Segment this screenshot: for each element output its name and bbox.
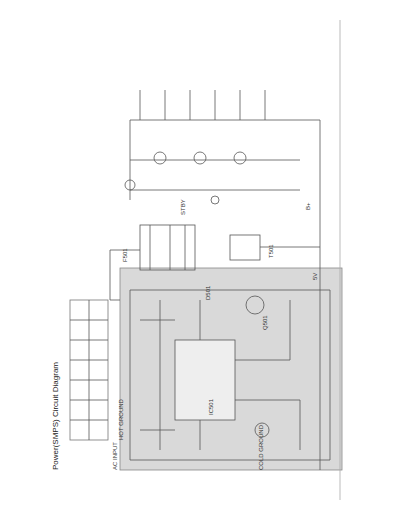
diagram-title: Power(SMPS) Circuit Diagram [52,362,60,470]
part-label: B+ [305,202,311,210]
part-label: 5V [312,273,318,280]
part-label: Q501 [262,315,268,330]
table-frame [70,300,108,440]
part-label: IC501 [208,399,214,415]
part-label: COLD GROUND [258,425,264,470]
part-label: D501 [205,286,211,300]
part-label: F501 [122,248,128,262]
part-label: T501 [268,244,274,258]
part-label: STBY [180,199,186,215]
part-label: HOT GROUND [118,399,124,440]
shaded-region [120,268,342,470]
part-label: AC INPUT [112,442,118,470]
